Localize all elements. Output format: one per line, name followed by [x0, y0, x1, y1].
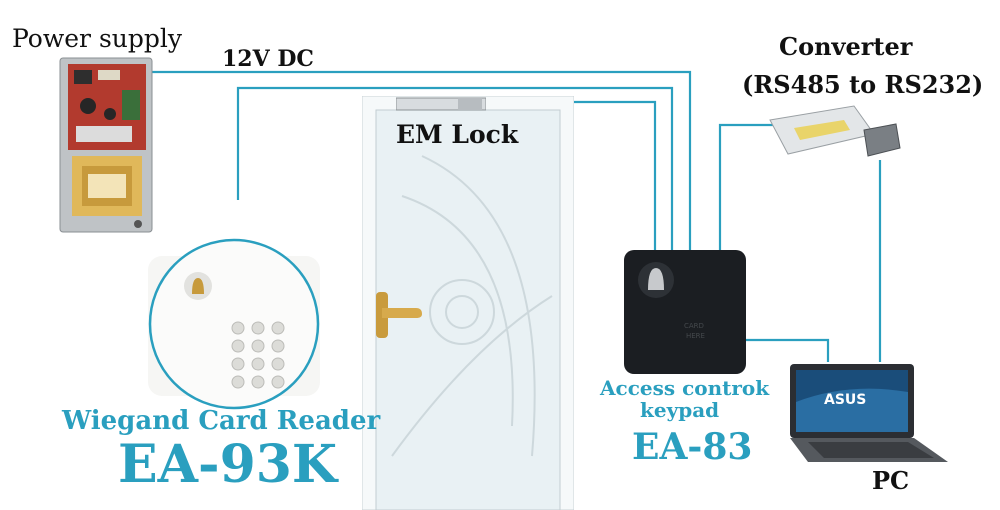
access-control-keypad: CARD HERE — [624, 250, 746, 374]
em-lock-label: EM Lock — [396, 120, 519, 149]
wire-keypad-to-converter — [718, 123, 790, 250]
laptop: ASUS — [788, 362, 950, 466]
wiegand-keypad-icon — [148, 238, 320, 410]
wiegand-reader — [146, 236, 322, 412]
access-label-line2: keypad — [640, 398, 720, 422]
door-handle — [372, 290, 424, 340]
converter-label-line2: (RS485 to RS232) — [742, 70, 984, 99]
power-supply-label: Power supply — [12, 24, 183, 53]
laptop-brand: ASUS — [824, 392, 866, 408]
reader-title-label: Wiegand Card Reader — [62, 406, 381, 436]
power-supply-board-icon — [59, 57, 153, 233]
rs485-rs232-converter — [764, 100, 904, 170]
svg-text:HERE: HERE — [686, 332, 705, 340]
wire-keypad-to-pc — [745, 338, 830, 362]
magnetic-lock-icon — [396, 97, 486, 111]
door-handle-icon — [376, 292, 422, 338]
voltage-label: 12V DC — [222, 46, 314, 72]
em-lock — [396, 96, 486, 112]
laptop-icon: ASUS — [790, 364, 948, 462]
rs485-rs232-converter-icon — [769, 105, 901, 157]
converter-label-line1: Converter — [779, 32, 913, 61]
access-model-label: EA-83 — [632, 426, 753, 468]
power-supply-unit — [58, 56, 154, 234]
wire-power-to-keypad-b — [236, 86, 674, 250]
access-label-line1: Access controk — [600, 376, 770, 400]
svg-text:CARD: CARD — [684, 322, 704, 330]
access-control-keypad-icon: CARD HERE — [624, 250, 746, 374]
wire-power-to-keypad-a — [150, 70, 692, 250]
reader-model-label: EA-93K — [118, 434, 338, 495]
pc-label: PC — [872, 466, 910, 495]
